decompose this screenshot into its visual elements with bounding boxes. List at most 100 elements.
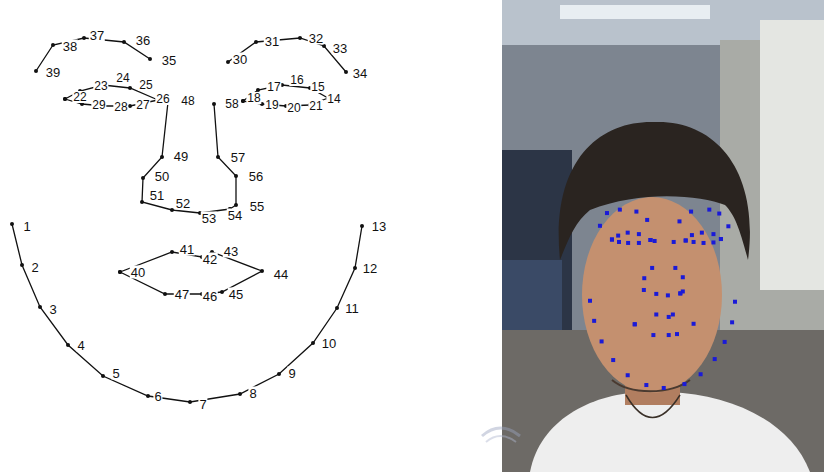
landmark-dot: [653, 239, 657, 243]
landmark-dot: [682, 382, 686, 386]
landmark-dot: [128, 86, 132, 90]
callout-number: 50: [154, 170, 170, 183]
landmark-dot: [666, 293, 670, 297]
landmark-dot: [719, 237, 723, 241]
landmark-dot: [644, 383, 648, 387]
callout-number: 56: [248, 170, 264, 183]
landmark-dot: [322, 44, 326, 48]
landmark-dot: [645, 218, 649, 222]
callout-number: 20: [286, 102, 301, 114]
callout-number: 29: [91, 99, 106, 111]
landmark-dot: [684, 238, 688, 242]
landmark-dot: [160, 155, 164, 159]
callout-number: 44: [273, 268, 289, 281]
callout-number: 13: [371, 220, 387, 233]
callout-number: 16: [289, 74, 304, 86]
landmark-outline: [10, 36, 364, 404]
landmark-dot: [702, 241, 706, 245]
callout-number: 23: [93, 80, 108, 92]
callout-number: 55: [249, 200, 265, 213]
watermark-emblem: [482, 428, 520, 442]
landmark-dot: [146, 394, 150, 398]
callout-number: 1: [22, 220, 31, 233]
callout-number: 26: [155, 93, 170, 105]
landmark-dot: [600, 339, 604, 343]
callout-number: 47: [174, 288, 190, 301]
landmark-dot: [344, 70, 348, 74]
callout-number: 30: [232, 53, 248, 66]
callout-number: 11: [344, 302, 360, 315]
landmark-dot: [700, 231, 704, 235]
callout-number: 54: [227, 209, 243, 222]
landmark-dot: [637, 241, 641, 245]
landmark-dot: [311, 341, 315, 345]
landmark-dot: [34, 69, 38, 73]
landmark-dot: [707, 208, 711, 212]
landmark-dot: [684, 238, 688, 242]
callout-number: 32: [308, 32, 324, 45]
landmark-dot: [690, 233, 694, 237]
landmark-dot: [66, 343, 70, 347]
landmark-dot: [626, 241, 630, 245]
callout-number: 6: [153, 390, 162, 403]
landmark-dot: [618, 208, 622, 212]
landmark-dot: [719, 237, 723, 241]
landmark-dot: [692, 322, 696, 326]
callout-number: 58: [224, 98, 239, 110]
landmark-dot: [588, 299, 592, 303]
callout-number: 27: [135, 99, 150, 111]
callout-number: 31: [264, 35, 280, 48]
callout-number: 41: [179, 243, 195, 256]
landmark-dot: [726, 224, 730, 228]
callout-number: 18: [246, 92, 261, 104]
landmark-dot: [353, 266, 357, 270]
callout-number: 51: [149, 189, 165, 202]
landmark-dot: [626, 231, 630, 235]
landmark-dot: [730, 320, 734, 324]
landmark-dot: [241, 99, 245, 103]
landmark-dot: [617, 240, 621, 244]
callout-number: 43: [223, 245, 239, 258]
callout-number: 49: [173, 150, 189, 163]
landmark-dot: [188, 400, 192, 404]
landmark-dot: [118, 270, 122, 274]
callout-number: 8: [248, 387, 257, 400]
landmark-dots: [588, 208, 737, 390]
landmark-dot: [672, 240, 676, 244]
landmark-dot: [648, 238, 652, 242]
callout-number: 57: [230, 151, 246, 164]
landmark-dot: [592, 319, 596, 323]
callout-number: 35: [161, 54, 177, 67]
landmark-dot: [633, 322, 637, 326]
landmark-dot: [673, 266, 677, 270]
landmark-dot: [20, 263, 24, 267]
callout-number: 17: [266, 81, 281, 93]
landmark-dot: [212, 102, 216, 106]
landmark-dot: [610, 238, 614, 242]
webcam-photo: [502, 0, 824, 472]
landmark-dot: [675, 332, 679, 336]
callout-number: 40: [130, 266, 146, 279]
landmark-dot: [681, 275, 685, 279]
landmark-dot: [699, 372, 703, 376]
callout-number: 52: [175, 197, 191, 210]
callout-number: 3: [48, 303, 57, 316]
landmark-dot: [238, 392, 242, 396]
landmark-dot: [654, 312, 658, 316]
callout-number: 9: [287, 367, 296, 380]
callout-number: 48: [180, 95, 195, 107]
landmark-dot: [148, 57, 152, 61]
landmark-dot: [605, 211, 609, 215]
landmark-dot: [216, 155, 220, 159]
landmark-dot: [651, 333, 655, 337]
callout-number: 4: [76, 339, 85, 352]
landmark-dot: [140, 200, 144, 204]
landmark-dot: [122, 40, 126, 44]
landmark-dot: [678, 291, 682, 295]
landmark-dot: [650, 266, 654, 270]
callout-number: 14: [326, 93, 341, 105]
landmark-dot: [662, 386, 666, 390]
outline-path: [142, 102, 230, 213]
landmark-dot: [298, 36, 302, 40]
